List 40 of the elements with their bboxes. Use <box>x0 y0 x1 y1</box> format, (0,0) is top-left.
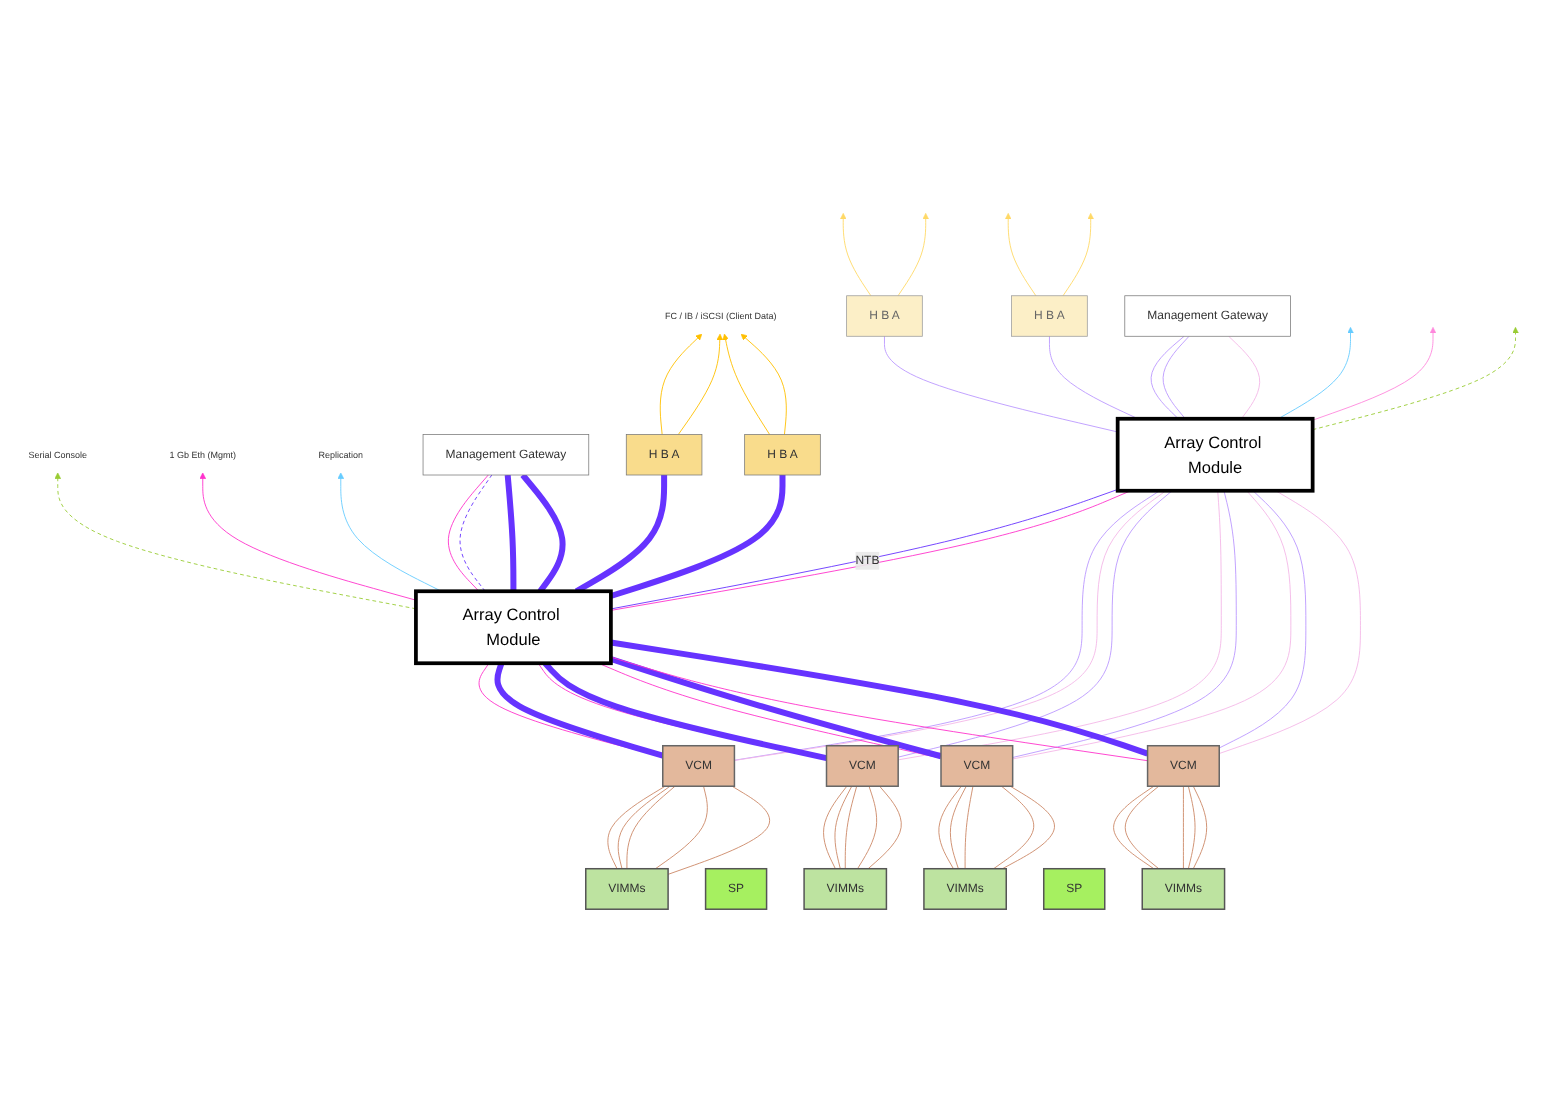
connector <box>1228 335 1261 420</box>
connector <box>459 474 493 592</box>
node-box: Array Control Module <box>1115 416 1315 493</box>
connector <box>1218 490 1361 754</box>
connector <box>1001 785 1055 870</box>
connector <box>834 785 853 870</box>
connector <box>823 785 848 870</box>
connector <box>520 473 566 594</box>
connector <box>574 475 668 594</box>
connector <box>655 785 708 870</box>
connector <box>1049 335 1139 420</box>
connector <box>1012 490 1237 758</box>
node-box: Array Control Module <box>414 589 613 666</box>
connector <box>607 785 666 870</box>
connector <box>610 656 1149 762</box>
connector <box>1182 785 1184 870</box>
connector <box>447 474 489 592</box>
connector <box>1150 335 1185 420</box>
connector <box>610 639 1149 757</box>
connector <box>1162 335 1190 420</box>
connector <box>949 785 967 870</box>
connector <box>1113 785 1155 870</box>
connector <box>504 474 517 592</box>
connector <box>897 490 1173 758</box>
connector <box>1124 785 1160 870</box>
connector <box>1012 490 1292 760</box>
connector <box>1187 785 1196 870</box>
connector <box>844 785 858 870</box>
connector <box>884 335 1119 433</box>
connector <box>610 475 786 599</box>
connector <box>1218 490 1307 749</box>
connector <box>857 785 878 870</box>
connector <box>938 785 962 870</box>
connector <box>964 785 974 870</box>
connector <box>867 785 902 870</box>
connector <box>667 785 771 875</box>
connector <box>626 785 676 870</box>
connector <box>1192 785 1208 870</box>
connector <box>993 785 1035 870</box>
connector <box>617 785 671 870</box>
